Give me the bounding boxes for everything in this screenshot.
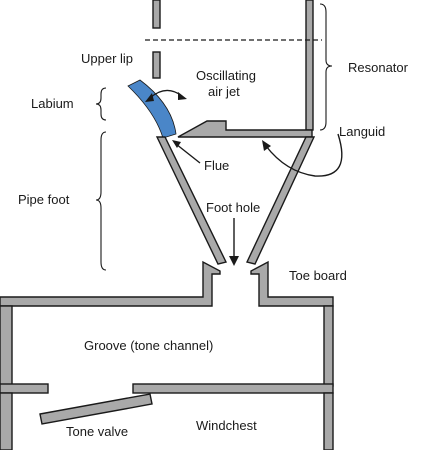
windchest-right-wall bbox=[323, 392, 334, 450]
languid-arrow-line bbox=[265, 133, 343, 177]
air-jet-shape bbox=[127, 79, 177, 139]
pipe-foot-right-wall bbox=[246, 136, 316, 265]
resonator-brace bbox=[319, 3, 333, 131]
pipe-foot-left-wall bbox=[155, 136, 228, 265]
resonator-left-wall-upper-lip bbox=[152, 51, 161, 79]
label-foot-hole: Foot hole bbox=[206, 200, 260, 215]
groove-bottom-left bbox=[0, 383, 49, 394]
foot-hole-arrowhead bbox=[229, 256, 239, 266]
label-windchest: Windchest bbox=[196, 418, 257, 433]
resonator-right-wall bbox=[305, 0, 314, 131]
tone-valve-plate bbox=[39, 393, 153, 425]
groove-left-wall bbox=[0, 305, 13, 387]
label-resonator: Resonator bbox=[348, 60, 409, 75]
oscillation-arrowhead-left bbox=[145, 93, 154, 102]
label-labium: Labium bbox=[31, 96, 74, 111]
label-languid: Languid bbox=[339, 124, 385, 139]
flue-arrowhead bbox=[172, 140, 181, 148]
pipe-foot-brace bbox=[95, 131, 107, 271]
flue-arrow-line bbox=[175, 143, 201, 164]
label-toe-board: Toe board bbox=[289, 268, 347, 283]
oscillation-arrowhead-right bbox=[178, 92, 187, 100]
label-pipe-foot: Pipe foot bbox=[18, 192, 70, 207]
groove-bottom-right bbox=[132, 383, 334, 394]
languid-arrowhead bbox=[262, 140, 271, 151]
label-groove: Groove (tone channel) bbox=[84, 338, 213, 353]
toe-board-right bbox=[250, 260, 334, 307]
label-oscillating: Oscillating bbox=[196, 68, 256, 83]
toe-board-left bbox=[0, 260, 221, 307]
windchest-left-wall bbox=[0, 392, 13, 450]
labium-brace bbox=[95, 87, 107, 121]
languid-wedge bbox=[177, 120, 313, 138]
label-air-jet: air jet bbox=[208, 84, 240, 99]
resonator-left-wall bbox=[152, 0, 161, 29]
label-upper-lip: Upper lip bbox=[81, 51, 133, 66]
label-tone-valve: Tone valve bbox=[66, 424, 128, 439]
label-flue: Flue bbox=[204, 158, 229, 173]
groove-right-wall bbox=[323, 305, 334, 387]
